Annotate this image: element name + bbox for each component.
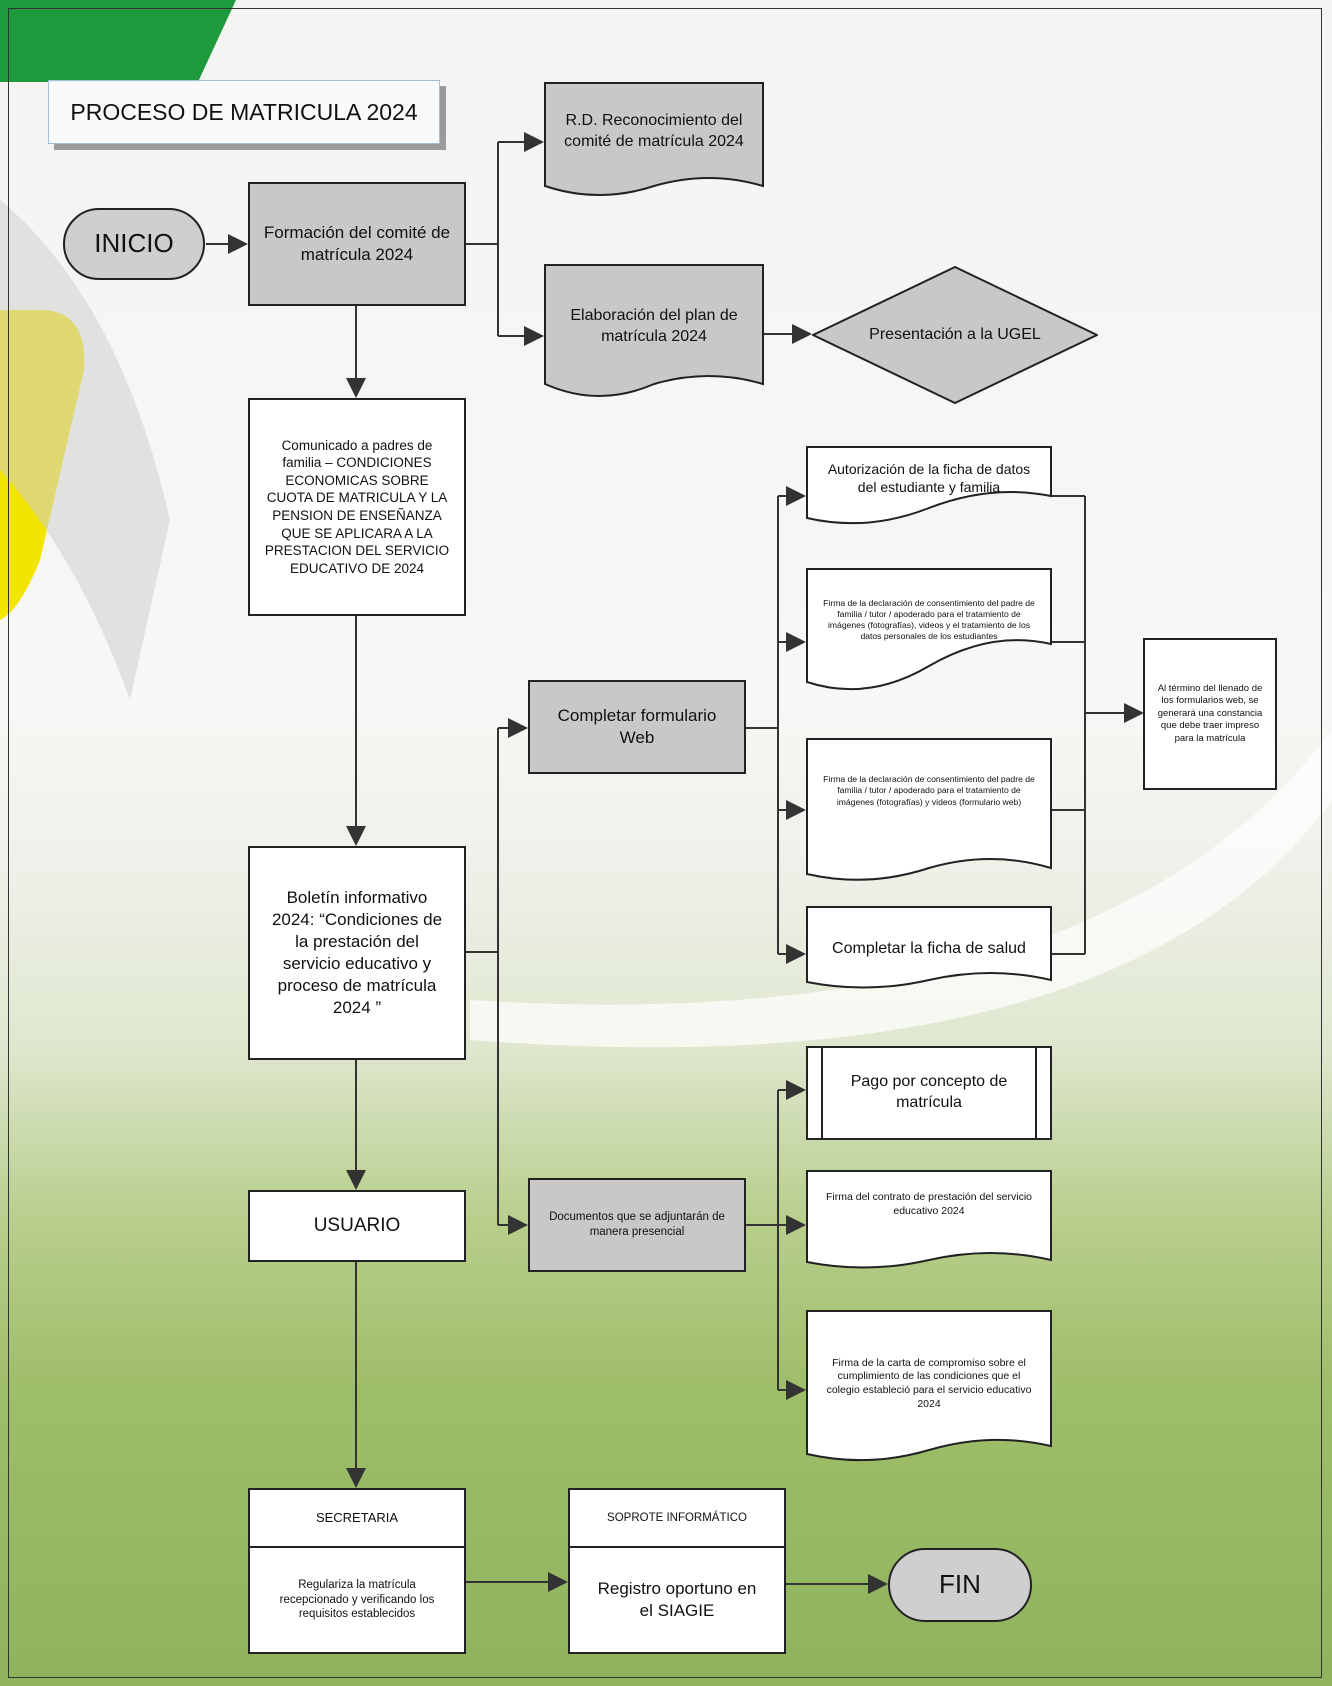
pago-predefined-process: Pago por concepto de matrícula xyxy=(806,1046,1052,1140)
rd-document: R.D. Reconocimiento del comité de matríc… xyxy=(544,82,764,204)
firma-datos-label: Firma de la declaración de consentimient… xyxy=(823,597,1035,642)
usuario-box: USUARIO xyxy=(248,1190,466,1262)
green-band xyxy=(0,0,236,82)
salud-document: Completar la ficha de salud xyxy=(806,906,1052,992)
page-frame xyxy=(8,8,1322,1678)
comunicado-box: Comunicado a padres de familia – CONDICI… xyxy=(248,398,466,616)
contrato-document: Firma del contrato de prestación del ser… xyxy=(806,1170,1052,1272)
formulario-web-box: Completar formulario Web xyxy=(528,680,746,774)
soporte-body: Registro oportuno en el SIAGIE xyxy=(597,1578,757,1620)
salud-label: Completar la ficha de salud xyxy=(832,939,1026,957)
secretaria-lane: SECRETARIA Regulariza la matrícula recep… xyxy=(248,1488,466,1654)
formacion-comite-box: Formación del comité de matrícula 2024 xyxy=(248,182,466,306)
carta-label: Firma de la carta de compromiso sobre el… xyxy=(826,1356,1032,1410)
boletin-box: Boletín informativo 2024: “Condiciones d… xyxy=(248,846,466,1060)
rd-label: R.D. Reconocimiento del comité de matríc… xyxy=(564,112,744,150)
documentos-presencial-box: Documentos que se adjuntarán de manera p… xyxy=(528,1178,746,1272)
ugel-decision: Presentación a la UGEL xyxy=(812,266,1098,404)
diagram-title: PROCESO DE MATRICULA 2024 xyxy=(48,80,440,144)
secretaria-header: SECRETARIA xyxy=(250,1490,464,1548)
plan-document: Elaboración del plan de matrícula 2024 xyxy=(544,264,764,410)
pago-label: Pago por concepto de matrícula xyxy=(850,1073,1008,1111)
carta-document: Firma de la carta de compromiso sobre el… xyxy=(806,1310,1052,1470)
secretaria-body: Regulariza la matrícula recepcionado y v… xyxy=(279,1578,435,1621)
firma-imagenes-label: Firma de la declaración de consentimient… xyxy=(823,774,1035,807)
firma-datos-document: Firma de la declaración de consentimient… xyxy=(806,568,1052,716)
contrato-label: Firma del contrato de prestación del ser… xyxy=(825,1191,1032,1217)
firma-imagenes-document: Firma de la declaración de consentimient… xyxy=(806,738,1052,898)
constancia-box: Al término del llenado de los formulario… xyxy=(1143,638,1277,790)
soporte-header: SOPROTE INFORMÁTICO xyxy=(570,1490,784,1548)
autorizacion-label: Autorización de la ficha de datos del es… xyxy=(827,460,1031,495)
gray-swoosh xyxy=(0,200,170,700)
soporte-lane: SOPROTE INFORMÁTICO Registro oportuno en… xyxy=(568,1488,786,1654)
plan-label: Elaboración del plan de matrícula 2024 xyxy=(570,307,738,345)
start-terminator: INICIO xyxy=(63,208,205,280)
ugel-label: Presentación a la UGEL xyxy=(869,325,1041,343)
end-terminator: FIN xyxy=(888,1548,1032,1622)
autorizacion-document: Autorización de la ficha de datos del es… xyxy=(806,446,1052,538)
